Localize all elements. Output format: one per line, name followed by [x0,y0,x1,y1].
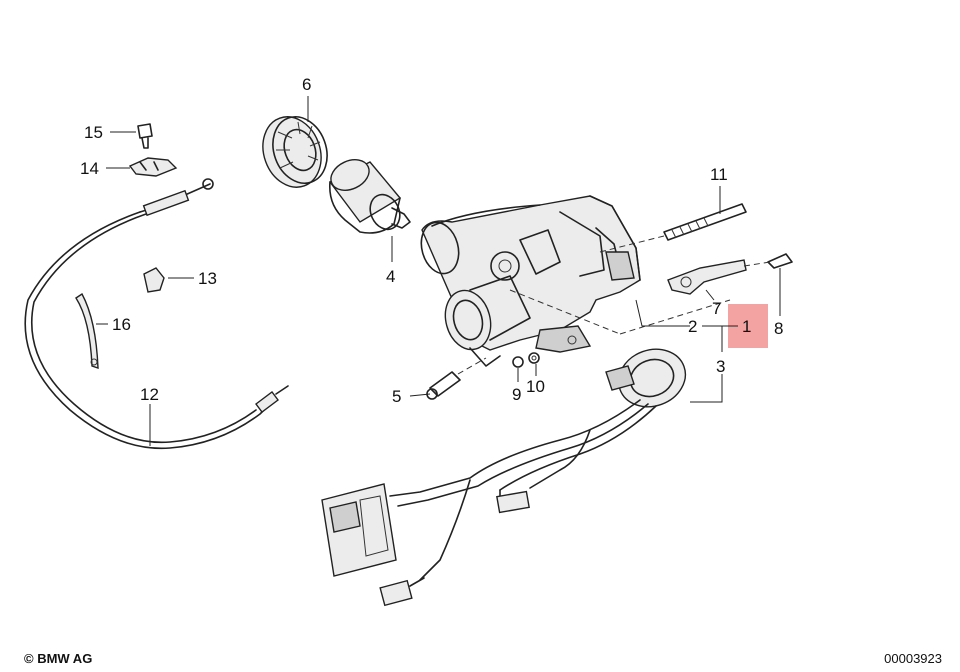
part-9-nut[interactable] [512,356,524,368]
part-3-ignition-switch-harness[interactable] [321,340,694,607]
part-5-bolt[interactable] [426,357,487,400]
callout-3[interactable]: 3 [716,357,725,376]
part-12-cable[interactable] [24,178,289,450]
callout-16[interactable]: 16 [112,315,131,334]
part-15-screw[interactable] [137,123,153,149]
callout-15[interactable]: 15 [84,123,103,142]
callout-13[interactable]: 13 [198,269,217,288]
part-14-clip[interactable] [128,157,178,177]
part-8-screw[interactable] [743,253,793,269]
callout-7[interactable]: 7 [712,299,721,318]
part-6-bearing-ring[interactable] [253,109,336,196]
part-11-threaded-pin[interactable] [599,203,747,253]
callout-6[interactable]: 6 [302,75,311,94]
callout-9[interactable]: 9 [512,385,521,404]
part-13-clip[interactable] [143,267,165,293]
callout-2[interactable]: 2 [688,317,697,336]
callout-8[interactable]: 8 [774,319,783,338]
callout-4[interactable]: 4 [386,267,395,286]
callout-10[interactable]: 10 [526,377,545,396]
part-2-steering-lock-housing[interactable] [416,195,641,367]
callout-11[interactable]: 11 [710,165,728,184]
part-4-lock-cylinder[interactable] [326,154,411,234]
callout-14[interactable]: 14 [80,159,99,178]
leader-lines [96,96,781,446]
part-10-washer[interactable] [528,352,540,364]
copyright-notice: © BMW AG [24,651,93,666]
callout-5[interactable]: 5 [392,387,401,406]
part-16-guide[interactable] [75,292,99,369]
diagram-number: 00003923 [884,651,942,666]
callout-1[interactable]: 1 [742,317,751,336]
callout-12[interactable]: 12 [140,385,159,404]
part-7-actuator[interactable] [667,259,747,295]
